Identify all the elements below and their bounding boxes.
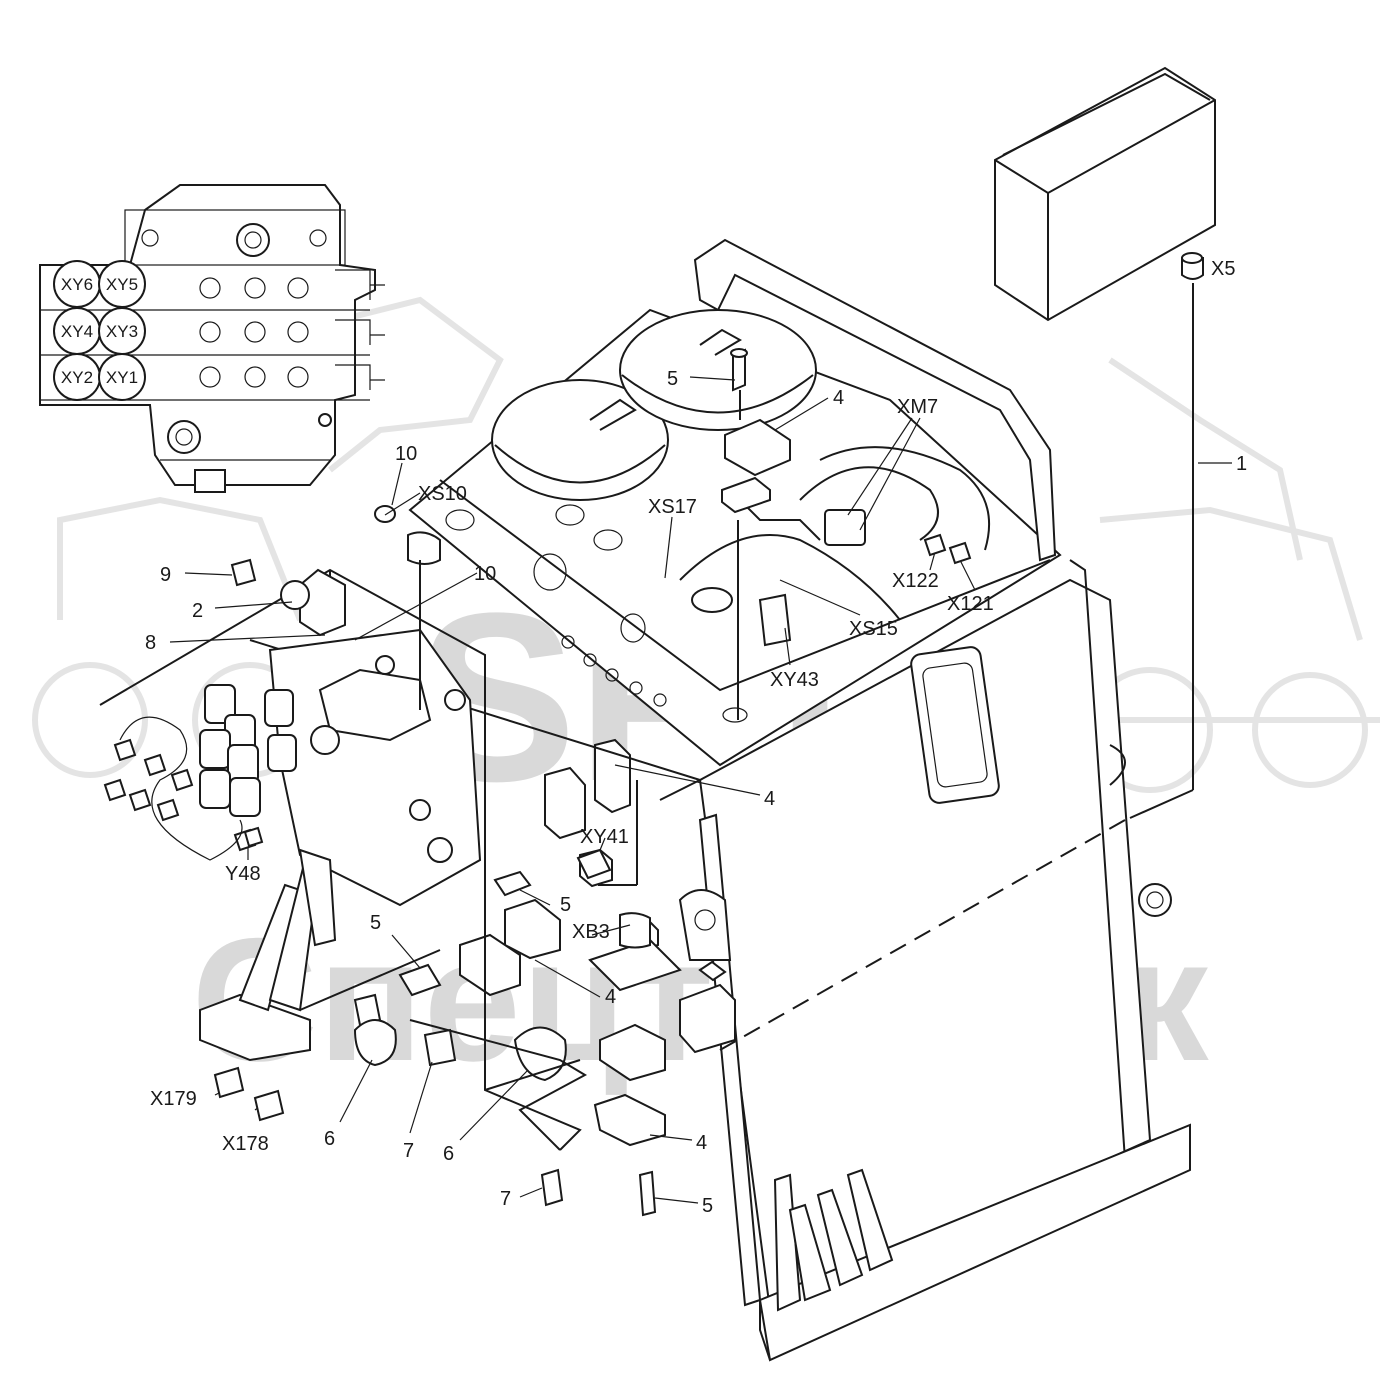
coil-label: XY6 (61, 275, 93, 294)
callout-4-lower: 4 (605, 986, 616, 1008)
callout-5-bottom: 5 (702, 1195, 713, 1217)
coil-label: XY1 (106, 368, 138, 387)
callout-7-left: 7 (403, 1140, 414, 1162)
connector-y48-block (243, 826, 264, 848)
connector-xy41-block (576, 848, 612, 880)
solenoid-coils (199, 684, 297, 817)
callout-6-left: 6 (324, 1128, 335, 1150)
label-xs17: XS17 (648, 496, 697, 518)
main-frame (678, 559, 1191, 1362)
label-x179: X179 (150, 1088, 197, 1110)
callout-7-bottom: 7 (500, 1188, 511, 1210)
callout-1: 1 (1236, 453, 1247, 475)
label-xs15: XS15 (849, 618, 898, 640)
label-x5: X5 (1211, 258, 1235, 280)
connector-blocks (213, 533, 972, 1122)
coil-label: XY2 (61, 368, 93, 387)
label-xy43: XY43 (770, 669, 819, 691)
callout-numbers: 1 2 4 4 4 4 5 5 5 5 6 6 7 7 8 9 10 10 (145, 368, 1247, 1217)
valve-coil-labels: XY6 XY5 XY4 XY3 XY2 XY1 (53, 260, 146, 401)
connector-x5 (1181, 252, 1204, 280)
label-xm7: XM7 (897, 396, 938, 418)
connector-x121-block (948, 541, 972, 565)
label-xs10: XS10 (418, 483, 467, 505)
callout-2: 2 (192, 600, 203, 622)
top-deck (408, 238, 1062, 767)
callout-5-mid: 5 (560, 894, 571, 916)
coil-xy1 (98, 353, 146, 401)
label-x178: X178 (222, 1133, 269, 1155)
cable-dashed (719, 819, 1126, 1051)
label-x122: X122 (892, 570, 939, 592)
callout-9: 9 (160, 564, 171, 586)
callout-4-bottom: 4 (696, 1132, 707, 1154)
wire-connectors (103, 716, 257, 861)
left-stand (199, 848, 441, 1062)
callout-10-top: 10 (395, 443, 417, 465)
control-box (994, 66, 1216, 322)
callout-4-mid: 4 (764, 788, 775, 810)
valve-block-inset: XY6 XY5 XY4 XY3 XY2 XY1 (39, 184, 385, 493)
label-xy41: XY41 (580, 826, 629, 848)
callout-5-top: 5 (667, 368, 678, 390)
connector-x178-block (253, 1089, 285, 1122)
connector-labels: X5 XM7 XS10 XS17 XS15 X122 X121 XY43 XY4… (150, 258, 1235, 1155)
callout-4-top: 4 (833, 387, 844, 409)
coil-label: XY3 (106, 322, 138, 341)
label-x121: X121 (947, 593, 994, 615)
label-xb3: XB3 (572, 921, 610, 943)
valve-assembly (99, 505, 703, 1151)
callout-8: 8 (145, 632, 156, 654)
leader-lines (169, 376, 1232, 1204)
coil-label: XY4 (61, 322, 93, 341)
label-y48: Y48 (225, 863, 261, 885)
connector-x179-block (213, 1066, 245, 1099)
callout-10-mid: 10 (474, 563, 496, 585)
clamp-stack (721, 348, 791, 723)
connector-x122-block (923, 533, 947, 557)
callout-5-left: 5 (370, 912, 381, 934)
valve-section-ports (199, 269, 385, 390)
coil-label: XY5 (106, 275, 138, 294)
callout-6-right: 6 (443, 1143, 454, 1165)
